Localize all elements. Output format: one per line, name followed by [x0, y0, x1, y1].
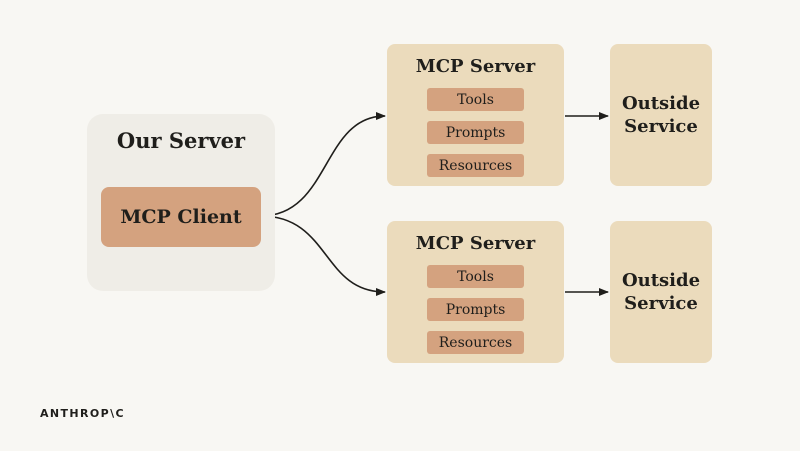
mcp-client-box: MCP Client [101, 187, 261, 247]
mcp-server-title-1: MCP Server [415, 56, 536, 77]
outside-service-label-1: Outside Service [621, 92, 701, 137]
mcp-server-box-1: MCP Server Tools Prompts Resources [387, 44, 564, 186]
our-server-title: Our Server [116, 128, 246, 153]
resources-pill-1: Resources [427, 154, 524, 177]
mcp-server-box-2: MCP Server Tools Prompts Resources [387, 221, 564, 363]
prompts-pill-2: Prompts [427, 298, 524, 321]
mcp-server-title-2: MCP Server [415, 233, 536, 254]
our-server-box: Our Server MCP Client [87, 114, 275, 291]
outside-service-box-2: Outside Service [610, 221, 712, 363]
outside-service-box-1: Outside Service [610, 44, 712, 186]
tools-pill-2: Tools [427, 265, 524, 288]
arrow-client-to-server-1 [260, 112, 386, 217]
tools-pill-1: Tools [427, 88, 524, 111]
resources-pill-2: Resources [427, 331, 524, 354]
arrow-client-to-server-2 [260, 215, 386, 296]
outside-service-label-2: Outside Service [621, 269, 701, 314]
anthropic-logo: ANTHROP\C [40, 407, 126, 420]
prompts-pill-1: Prompts [427, 121, 524, 144]
